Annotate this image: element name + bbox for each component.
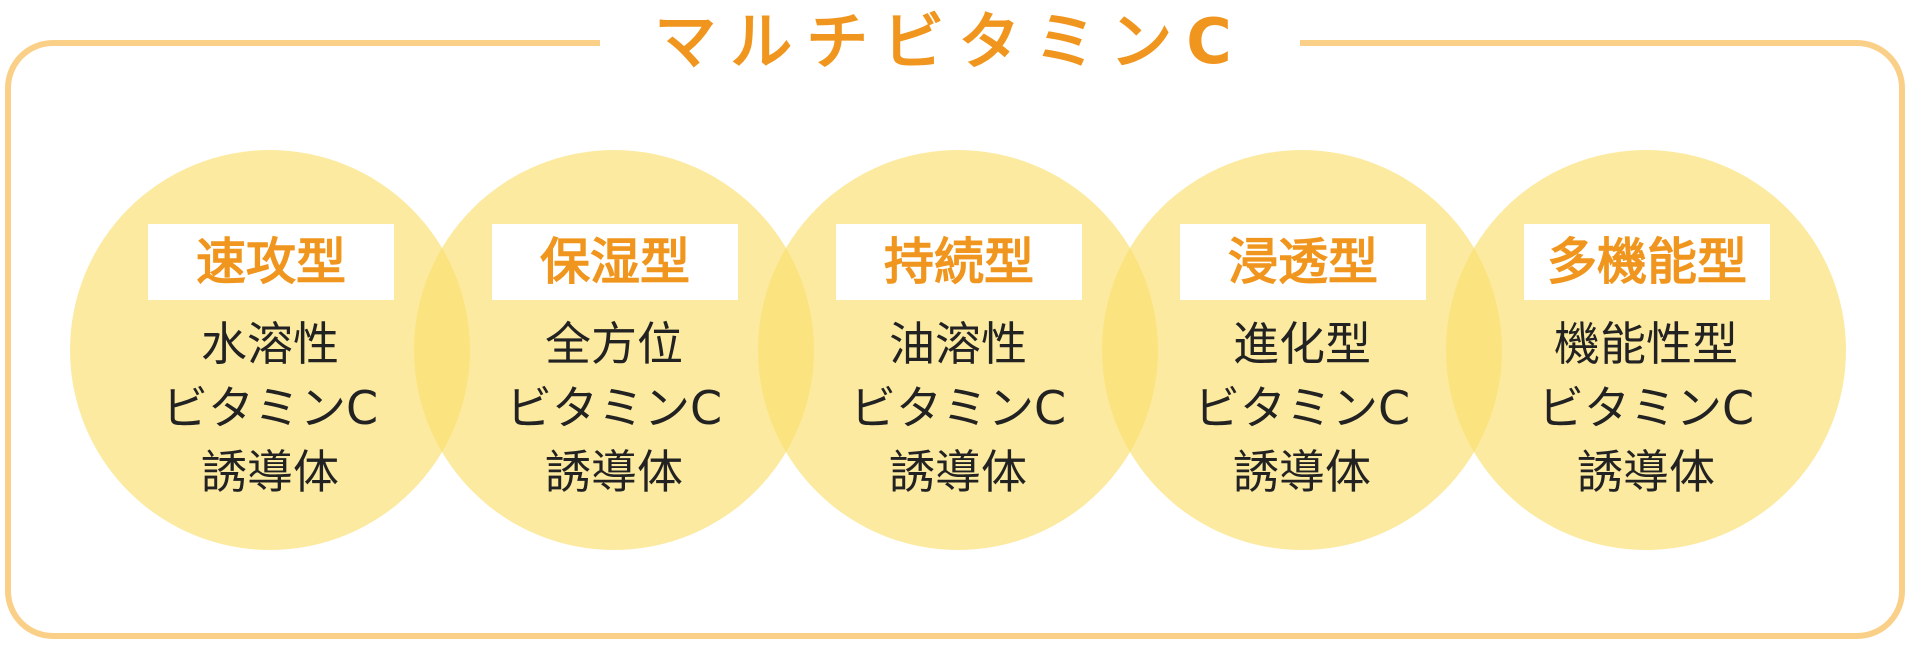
type-circle-2 <box>414 150 814 550</box>
type-description: 水溶性 ビタミンC 誘導体 <box>70 312 470 504</box>
description-line: 水溶性 <box>201 317 339 371</box>
type-circle-4 <box>1102 150 1502 550</box>
type-card-1: 速攻型 水溶性 ビタミンC 誘導体 <box>70 150 470 550</box>
type-label: 速攻型 <box>148 224 394 300</box>
type-label: 浸透型 <box>1180 224 1426 300</box>
description-line: ビタミンC <box>1537 381 1755 435</box>
type-card-2: 保湿型 全方位 ビタミンC 誘導体 <box>414 150 814 550</box>
description-line: 誘導体 <box>889 445 1027 499</box>
type-description: 進化型 ビタミンC 誘導体 <box>1102 312 1502 504</box>
type-circle-3 <box>758 150 1158 550</box>
type-description: 機能性型 ビタミンC 誘導体 <box>1446 312 1846 504</box>
type-card-5: 多機能型 機能性型 ビタミンC 誘導体 <box>1446 150 1846 550</box>
type-card-3: 持続型 油溶性 ビタミンC 誘導体 <box>758 150 1158 550</box>
description-line: 油溶性 <box>889 317 1027 371</box>
description-line: 誘導体 <box>1233 445 1371 499</box>
type-label: 持続型 <box>836 224 1082 300</box>
description-line: 誘導体 <box>201 445 339 499</box>
description-line: 全方位 <box>545 317 683 371</box>
description-line: ビタミンC <box>505 381 723 435</box>
description-line: ビタミンC <box>1193 381 1411 435</box>
type-circle-1 <box>70 150 470 550</box>
description-line: 進化型 <box>1233 317 1371 371</box>
type-circle-5 <box>1446 150 1846 550</box>
description-line: 誘導体 <box>545 445 683 499</box>
diagram-title: マルチビタミンC <box>600 0 1300 84</box>
type-label: 多機能型 <box>1524 224 1770 300</box>
type-label: 保湿型 <box>492 224 738 300</box>
description-line: 誘導体 <box>1577 445 1715 499</box>
type-description: 全方位 ビタミンC 誘導体 <box>414 312 814 504</box>
type-description: 油溶性 ビタミンC 誘導体 <box>758 312 1158 504</box>
type-card-4: 浸透型 進化型 ビタミンC 誘導体 <box>1102 150 1502 550</box>
description-line: ビタミンC <box>849 381 1067 435</box>
description-line: ビタミンC <box>161 381 379 435</box>
description-line: 機能性型 <box>1554 317 1738 371</box>
